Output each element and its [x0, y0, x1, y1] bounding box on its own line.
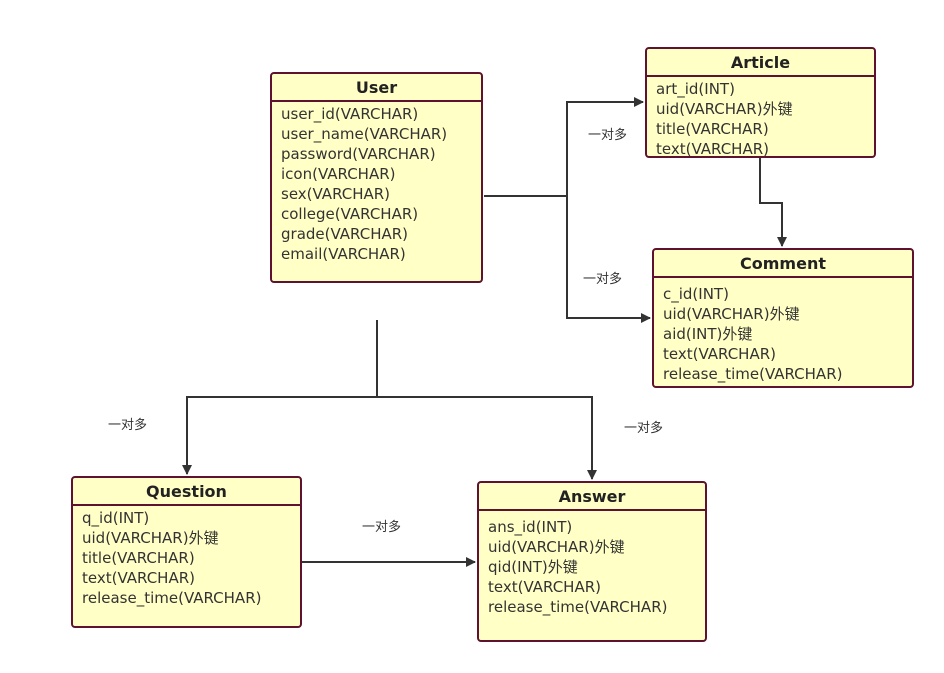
relation-label-user-article: 一对多: [588, 128, 628, 143]
field-c-id: c_id(INT): [663, 285, 729, 303]
entity-title: Comment: [654, 250, 912, 278]
entity-title: Article: [647, 49, 874, 77]
field-user-name: user_name(VARCHAR): [281, 125, 448, 143]
field-text: text(VARCHAR): [663, 345, 776, 363]
field-title: title(VARCHAR): [656, 120, 769, 138]
field-release-time: release_time(VARCHAR): [488, 598, 668, 616]
field-text: text(VARCHAR): [656, 140, 769, 158]
entity-title: User: [272, 74, 481, 102]
field-college: college(VARCHAR): [281, 205, 419, 223]
field-uid: uid(VARCHAR)外键: [488, 538, 625, 556]
entity-answer[interactable]: Answer ans_id(INT) uid(VARCHAR)外键 qid(IN…: [477, 481, 707, 642]
field-uid: uid(VARCHAR)外键: [656, 100, 793, 118]
entity-comment[interactable]: Comment c_id(INT) uid(VARCHAR)外键 aid(INT…: [652, 248, 914, 388]
field-password: password(VARCHAR): [281, 145, 436, 163]
relation-label-user-comment: 一对多: [583, 272, 623, 287]
field-q-id: q_id(INT): [82, 509, 150, 527]
field-text: text(VARCHAR): [488, 578, 601, 596]
field-email: email(VARCHAR): [281, 245, 406, 263]
field-list: q_id(INT) uid(VARCHAR)外键 title(VARCHAR) …: [73, 506, 300, 608]
field-list: art_id(INT) uid(VARCHAR)外键 title(VARCHAR…: [647, 77, 874, 159]
connector-user-article: [484, 97, 644, 197]
field-title: title(VARCHAR): [82, 549, 195, 567]
relation-label-question-answer: 一对多: [362, 520, 402, 535]
field-list: user_id(VARCHAR) user_name(VARCHAR) pass…: [272, 102, 481, 264]
entity-article[interactable]: Article art_id(INT) uid(VARCHAR)外键 title…: [645, 47, 876, 158]
field-uid: uid(VARCHAR)外键: [663, 305, 800, 323]
field-qid: qid(INT)外键: [488, 558, 578, 576]
relation-label-user-answer: 一对多: [624, 421, 664, 436]
connector-user-answer: [377, 396, 597, 480]
field-release-time: release_time(VARCHAR): [663, 365, 843, 383]
entity-user[interactable]: User user_id(VARCHAR) user_name(VARCHAR)…: [270, 72, 483, 283]
field-sex: sex(VARCHAR): [281, 185, 391, 203]
field-art-id: art_id(INT): [656, 80, 735, 98]
connector-user-question: [182, 396, 377, 475]
field-uid: uid(VARCHAR)外键: [82, 529, 219, 547]
field-icon: icon(VARCHAR): [281, 165, 396, 183]
field-aid: aid(INT)外键: [663, 325, 753, 343]
field-grade: grade(VARCHAR): [281, 225, 409, 243]
field-release-time: release_time(VARCHAR): [82, 589, 262, 607]
entity-title: Answer: [479, 483, 705, 511]
field-text: text(VARCHAR): [82, 569, 195, 587]
relation-label-user-question: 一对多: [108, 418, 148, 433]
entity-question[interactable]: Question q_id(INT) uid(VARCHAR)外键 title(…: [71, 476, 302, 628]
connector-article-comment: [759, 158, 787, 247]
field-user-id: user_id(VARCHAR): [281, 105, 419, 123]
field-list: c_id(INT) uid(VARCHAR)外键 aid(INT)外键 text…: [654, 278, 912, 384]
entity-title: Question: [73, 478, 300, 506]
field-ans-id: ans_id(INT): [488, 518, 573, 536]
field-list: ans_id(INT) uid(VARCHAR)外键 qid(INT)外键 te…: [479, 511, 705, 617]
connector-user-comment: [566, 196, 651, 323]
